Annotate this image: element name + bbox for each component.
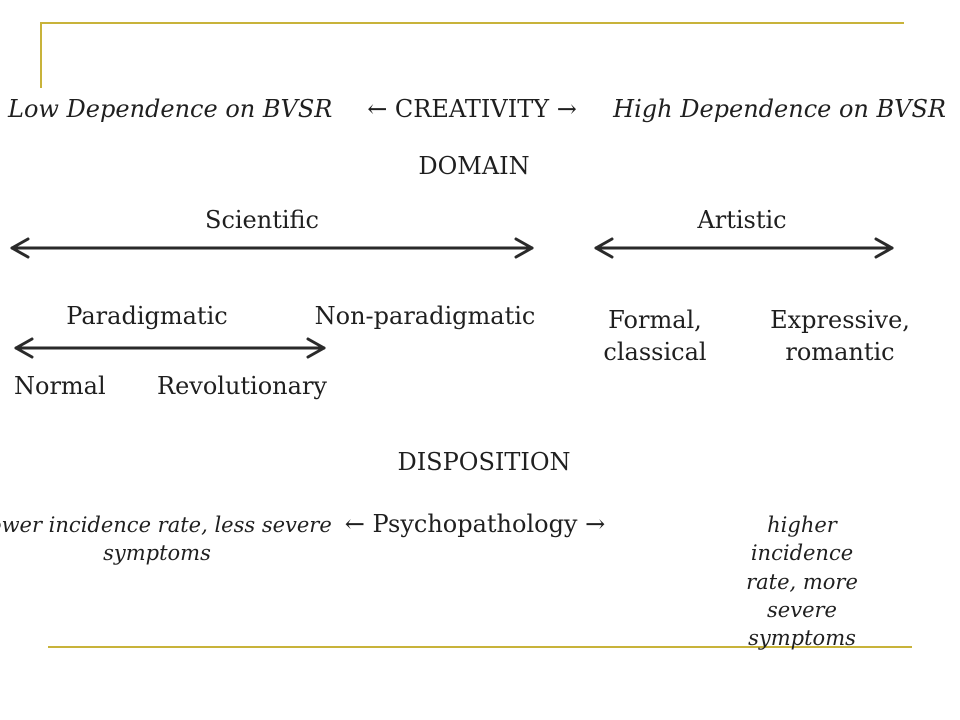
- disposition-title: DISPOSITION: [397, 448, 571, 476]
- low-dependence-label: Low Dependence on BVSR: [8, 95, 333, 123]
- scientific-label: Scientific: [205, 206, 319, 234]
- romantic-line: romantic: [785, 338, 895, 367]
- lower-incidence-label: lower incidence rate, less severe sympto…: [0, 511, 332, 568]
- psychopathology-label: ← Psychopathology →: [344, 510, 606, 538]
- higher-incidence-line1: higher incidence rate, more: [746, 513, 858, 594]
- creativity-label: ← CREATIVITY →: [367, 95, 577, 123]
- artistic-double-arrow: [594, 237, 894, 259]
- domain-title: DOMAIN: [418, 152, 530, 180]
- formal-line: Formal,: [608, 306, 702, 334]
- scientific-double-arrow: [10, 237, 534, 259]
- paradigmatic-label: Paradigmatic: [66, 302, 228, 330]
- expressive-romantic-label: Expressive, romantic: [770, 304, 910, 369]
- classical-line: classical: [603, 338, 707, 367]
- high-dependence-label: High Dependence on BVSR: [613, 95, 946, 123]
- lower-incidence-line2: symptoms: [103, 541, 211, 566]
- top-decor-line: [40, 22, 904, 24]
- bottom-decor-line: [48, 646, 912, 648]
- higher-incidence-line2: severe symptoms: [748, 598, 856, 651]
- formal-classical-label: Formal, classical: [603, 304, 706, 369]
- paradigmatic-double-arrow: [14, 337, 326, 359]
- higher-incidence-label: higher incidence rate, more severe sympt…: [723, 511, 881, 653]
- normal-label: Normal: [14, 372, 106, 400]
- top-decor-vertical: [40, 22, 42, 88]
- non-paradigmatic-label: Non-paradigmatic: [314, 302, 536, 330]
- revolutionary-label: Revolutionary: [157, 372, 327, 400]
- expressive-line: Expressive,: [770, 306, 910, 334]
- lower-incidence-line1: lower incidence rate, less severe: [0, 513, 332, 537]
- artistic-label: Artistic: [697, 206, 787, 234]
